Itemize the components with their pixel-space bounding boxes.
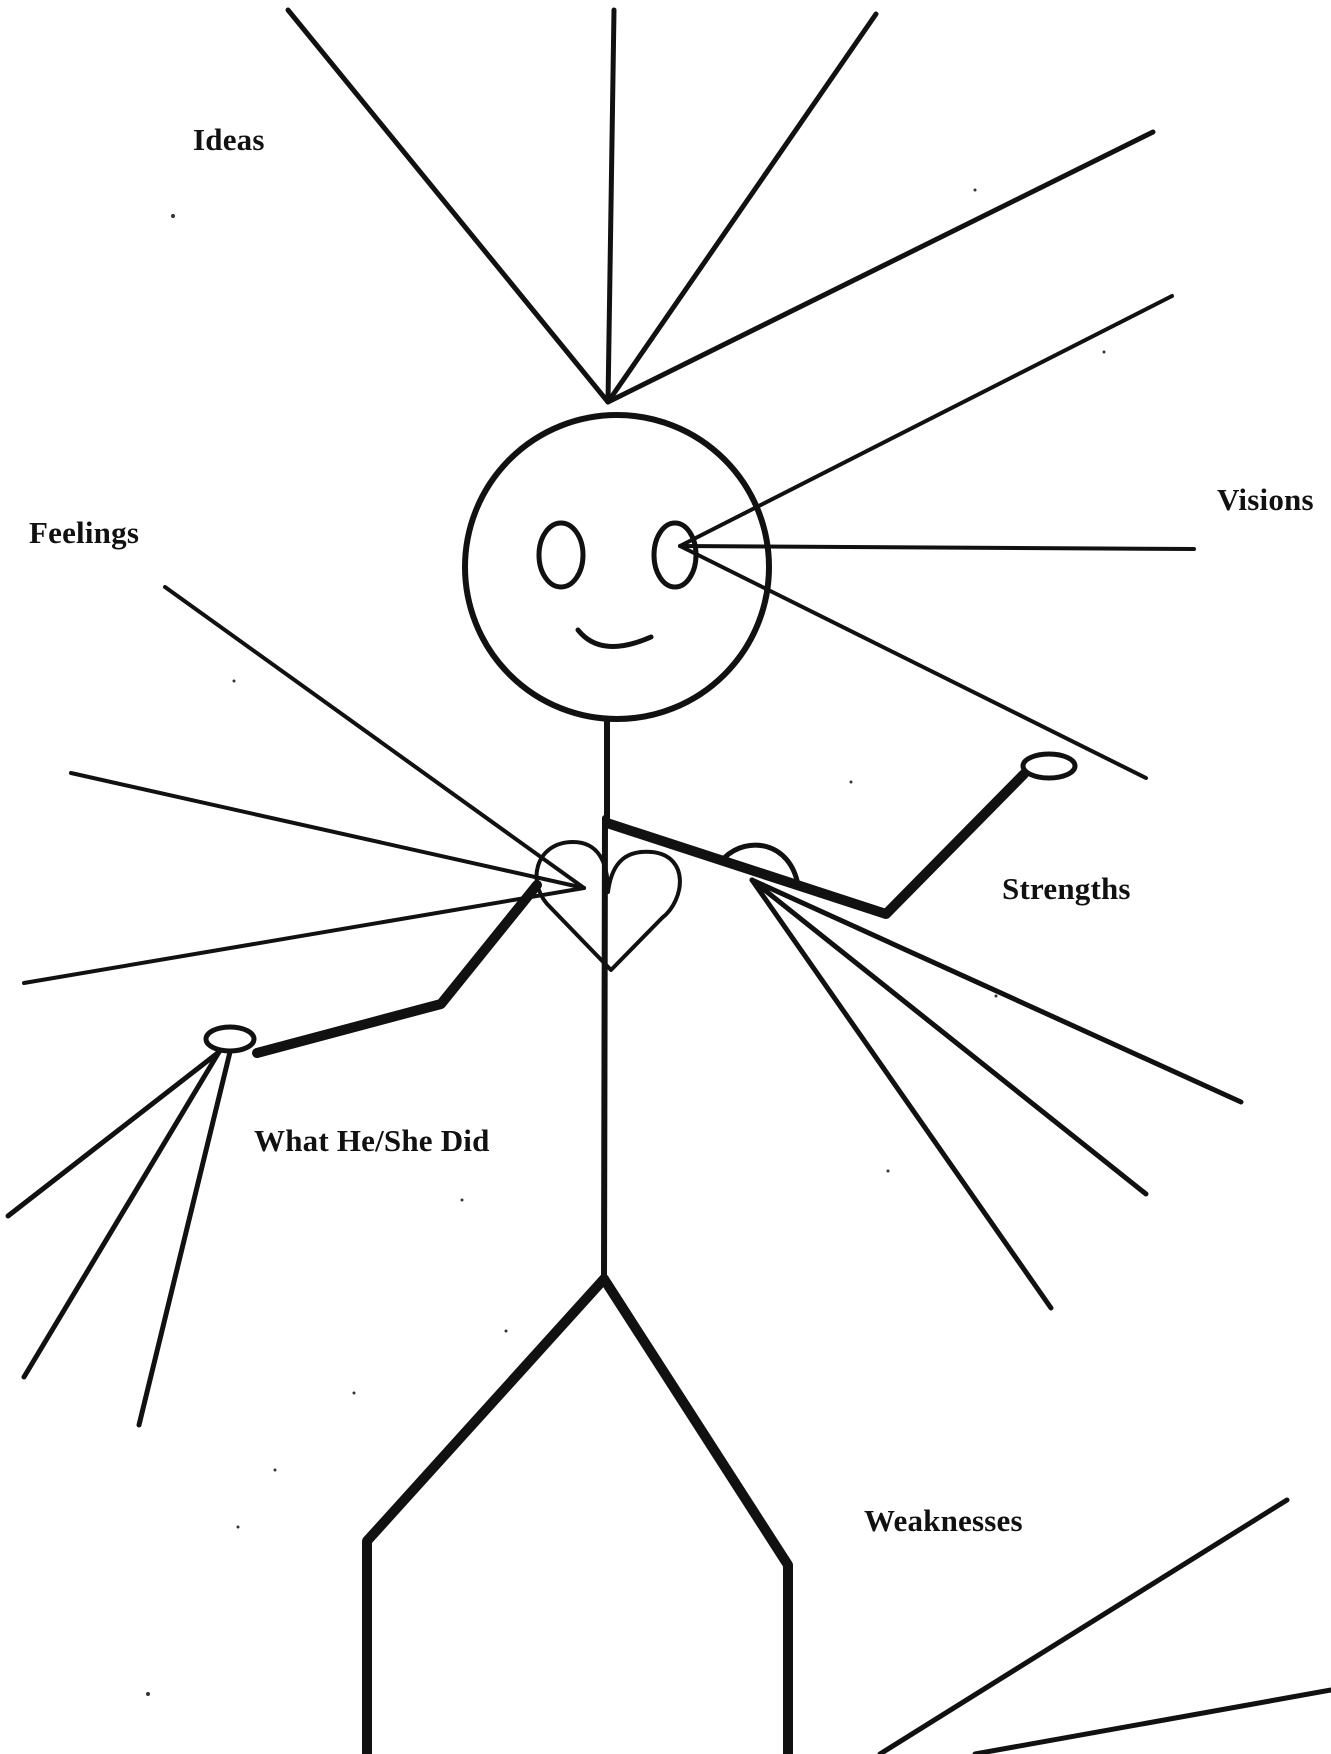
torso — [604, 818, 605, 1279]
left-leg — [367, 1279, 604, 1754]
strength-rays — [752, 880, 1241, 1308]
weaknesses-label: Weaknesses — [864, 1503, 1023, 1539]
left-hand — [206, 1027, 254, 1051]
idea-rays — [288, 10, 1153, 402]
right-arm — [607, 774, 1024, 914]
visions-label: Visions — [1217, 482, 1314, 518]
what-he-she-did-label: What He/She Did — [254, 1123, 490, 1159]
smile — [578, 630, 651, 646]
left-arm — [257, 885, 537, 1053]
heart — [537, 842, 680, 970]
deed-rays — [8, 1052, 230, 1425]
left-eye — [539, 523, 583, 587]
right-eye — [654, 523, 696, 587]
right-leg — [604, 1279, 788, 1754]
vision-rays — [680, 296, 1194, 778]
ideas-label: Ideas — [193, 122, 265, 158]
right-hand — [1023, 754, 1075, 778]
strengths-label: Strengths — [1002, 871, 1131, 907]
feelings-label: Feelings — [29, 515, 139, 551]
